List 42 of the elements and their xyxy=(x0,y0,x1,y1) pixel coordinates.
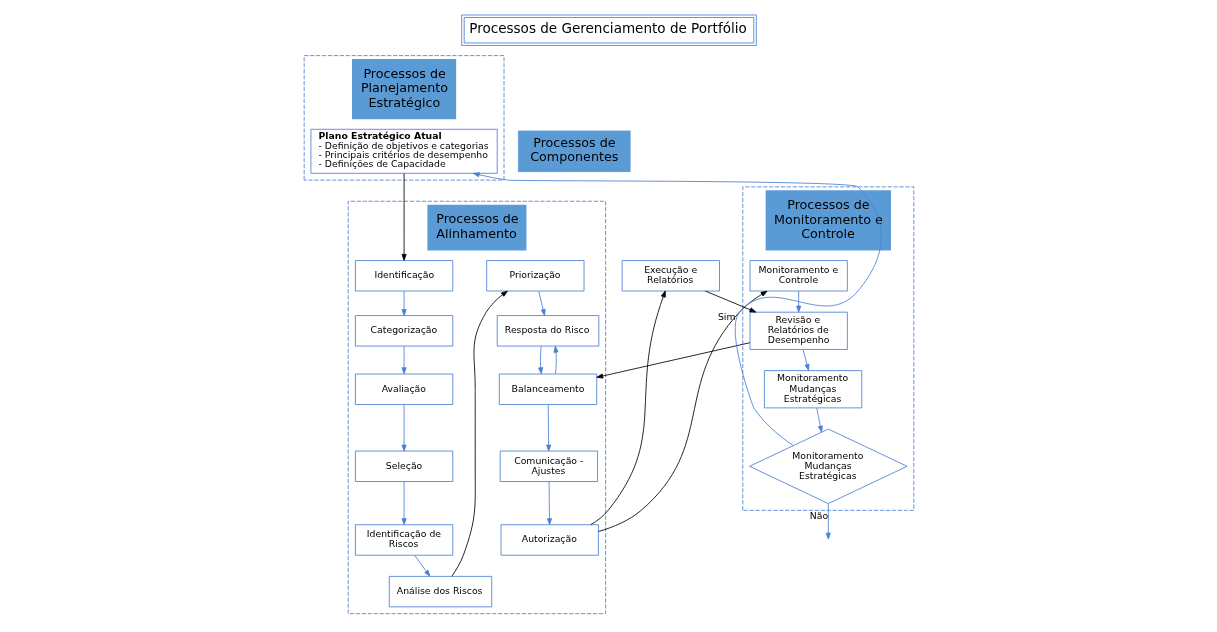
arrow xyxy=(795,290,801,313)
node-box: Categorização xyxy=(354,315,453,347)
arrow xyxy=(401,404,407,452)
node-box: Monitoramento Mudanças Estratégicas xyxy=(763,370,862,409)
arrow xyxy=(815,407,823,433)
arrow xyxy=(704,290,756,313)
arrow xyxy=(413,554,430,577)
arrow xyxy=(450,290,508,577)
node-box: Plano Estratégico Atual - Definição de objetivos e categorias - Principais critérios de desempenho - Definições de Capacidade xyxy=(310,128,498,174)
arrow xyxy=(546,481,552,525)
node-box: Revisão e Relatórios de Desempenho xyxy=(749,311,848,350)
arrow xyxy=(825,503,831,540)
arrow xyxy=(401,173,407,261)
arrow xyxy=(589,290,666,526)
diagram-title: Processos de Gerenciamento de Portfólio xyxy=(468,20,747,37)
arrow xyxy=(545,404,551,452)
arrow xyxy=(802,349,809,371)
node-box: Processos de Componentes xyxy=(517,130,631,173)
arrow xyxy=(472,172,882,447)
arrow xyxy=(537,290,546,316)
node-box: Resposta do Risco xyxy=(496,315,599,347)
node-box: Análise dos Riscos xyxy=(388,575,492,608)
node-box: Avaliação xyxy=(354,373,453,405)
arrow xyxy=(401,290,407,316)
node-diamond: Monitoramento Mudanças Estratégicas xyxy=(748,428,907,504)
arrow xyxy=(597,290,767,532)
node-box: Comunicação - Ajustes xyxy=(499,450,598,482)
node-box: Identificação de Riscos xyxy=(354,524,453,556)
edge-label: Não xyxy=(809,509,828,521)
node-box: Identificação xyxy=(354,260,453,292)
arrow xyxy=(401,481,407,525)
arrow xyxy=(553,345,558,375)
node-box: Priorização xyxy=(485,260,584,292)
arrow xyxy=(595,342,750,379)
node-box: Seleção xyxy=(354,450,453,482)
node-box: Balanceamento xyxy=(498,373,597,405)
edge-label: Sim xyxy=(717,310,735,322)
arrow xyxy=(401,345,407,375)
node-box: Autorização xyxy=(500,524,599,556)
node-box: Execução e Relatórios xyxy=(621,260,720,292)
node-box: Monitoramento e Controle xyxy=(749,260,848,292)
arrow xyxy=(537,345,543,375)
